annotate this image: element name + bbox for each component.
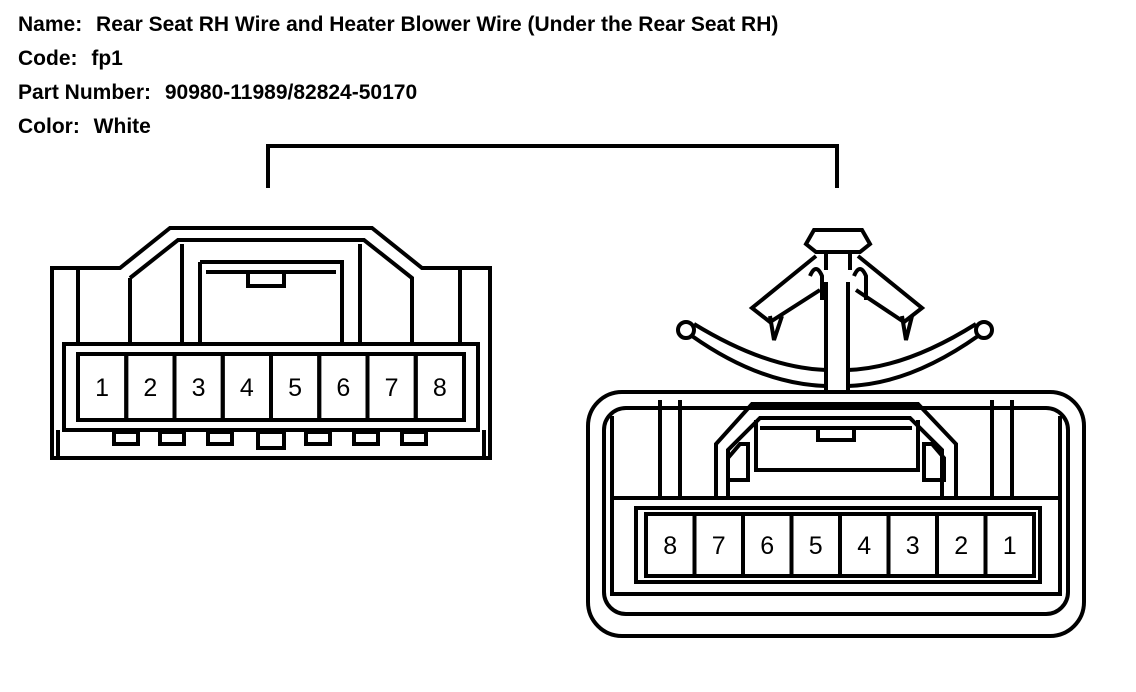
right-pin-number: 3 <box>906 532 920 560</box>
right-pin-number: 4 <box>857 532 871 560</box>
left-pin-number: 4 <box>240 374 254 402</box>
left-pin-cavity: 2 <box>124 352 177 422</box>
right-pin-row: 8 7 6 5 4 3 2 1 <box>644 512 1036 578</box>
code-value: fp1 <box>91 47 123 70</box>
left-pin-cavity: 3 <box>172 352 225 422</box>
right-connector: 8 7 6 5 4 3 2 1 <box>586 228 1086 638</box>
left-pin-number: 1 <box>95 374 109 402</box>
right-pin-number: 2 <box>954 532 968 560</box>
name-value: Rear Seat RH Wire and Heater Blower Wire… <box>96 13 779 36</box>
code-row: Code: fp1 <box>18 42 778 76</box>
left-pin-number: 5 <box>288 374 302 402</box>
color-value: White <box>93 115 151 138</box>
right-pin-cavity: 6 <box>741 512 794 578</box>
right-pin-number: 1 <box>1003 532 1017 560</box>
right-pin-cavity: 3 <box>886 512 939 578</box>
left-pin-number: 6 <box>336 374 350 402</box>
right-pin-cavity: 8 <box>644 512 697 578</box>
left-connector-body <box>50 226 492 460</box>
left-pin-cavity: 7 <box>365 352 418 422</box>
right-pin-cavity: 4 <box>838 512 891 578</box>
left-lock-inner <box>128 238 414 344</box>
right-connector-outer-body <box>586 390 1086 638</box>
color-row: Color: White <box>18 110 778 144</box>
right-pin-number: 7 <box>712 532 726 560</box>
part-number-label: Part Number: <box>18 81 152 104</box>
right-pin-cavity: 2 <box>935 512 988 578</box>
part-number-value: 90980-11989/82824-50170 <box>164 81 418 104</box>
left-pin-number: 8 <box>433 374 447 402</box>
left-pin-cavity: 4 <box>220 352 273 422</box>
mating-bracket <box>266 144 839 188</box>
mounting-clip <box>676 228 994 392</box>
left-pin-row: 1 2 3 4 5 6 7 8 <box>76 352 466 422</box>
left-pin-number: 3 <box>192 374 206 402</box>
name-row: Name: Rear Seat RH Wire and Heater Blowe… <box>18 8 778 42</box>
right-pin-cavity: 1 <box>983 512 1036 578</box>
right-pin-number: 8 <box>663 532 677 560</box>
left-connector: 1 2 3 4 5 6 7 8 <box>50 226 492 460</box>
right-pin-number: 5 <box>809 532 823 560</box>
right-connector-inner-body <box>602 406 1070 616</box>
left-pin-number: 2 <box>143 374 157 402</box>
right-pin-cavity: 5 <box>789 512 842 578</box>
connector-info: Name: Rear Seat RH Wire and Heater Blowe… <box>18 8 778 144</box>
code-label: Code: <box>18 47 78 70</box>
left-pin-number: 7 <box>385 374 399 402</box>
left-pin-cavity: 1 <box>76 352 129 422</box>
right-lock-hood <box>714 402 958 496</box>
color-label: Color: <box>18 115 80 138</box>
right-pin-number: 6 <box>760 532 774 560</box>
part-number-row: Part Number: 90980-11989/82824-50170 <box>18 76 778 110</box>
left-pin-cavity: 5 <box>269 352 322 422</box>
right-pin-cavity: 7 <box>692 512 745 578</box>
name-label: Name: <box>18 13 83 36</box>
left-pin-cavity: 8 <box>413 352 466 422</box>
left-pin-cavity: 6 <box>317 352 370 422</box>
